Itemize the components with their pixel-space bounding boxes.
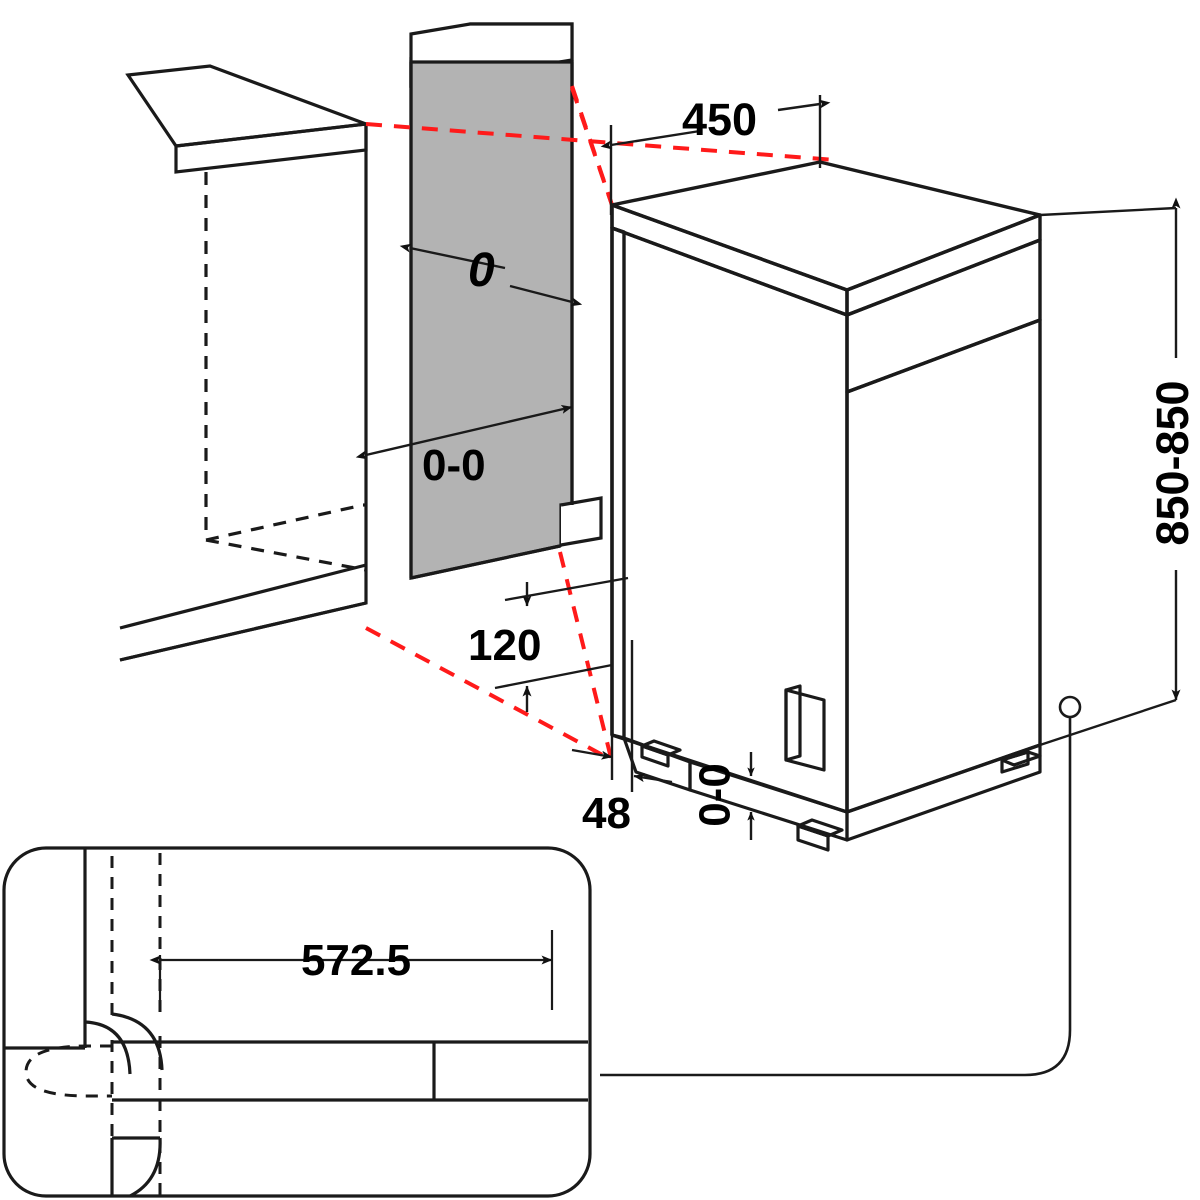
niche-panel xyxy=(409,22,603,580)
dim-niche-0-text: 0 xyxy=(468,244,495,297)
dimension-foot-0-0: 0-0 xyxy=(691,752,755,840)
dim-850-850-text: 850-850 xyxy=(1147,380,1198,545)
dim-450-arrow-left xyxy=(600,129,701,150)
ext-850-bottom xyxy=(1039,698,1177,747)
centerline-panel-to-floor xyxy=(558,551,614,763)
cabinet-plinth-bottom-b xyxy=(119,563,367,630)
adjacent-cabinet xyxy=(119,64,368,662)
dimension-572-5: 572.5 xyxy=(149,930,554,1010)
detail-hinge-curve-upper xyxy=(84,1020,132,1075)
dim-450-text: 450 xyxy=(682,94,757,145)
cabinet-hidden-back-diag xyxy=(205,538,367,572)
centerline-seg-a xyxy=(570,87,614,206)
cabinet-hidden-edges xyxy=(204,172,367,572)
detail-hidden-pocket xyxy=(24,1044,112,1098)
dim-0-0-line xyxy=(355,405,573,460)
detail-callout-circle xyxy=(1058,695,1082,719)
foot-front-side xyxy=(796,824,830,852)
dimension-120: 120 xyxy=(468,576,629,712)
door-hinge-detail: 572.5 xyxy=(2,846,592,1198)
kick-plate-side xyxy=(784,684,802,762)
dimension-48: 48 xyxy=(571,560,673,838)
dimension-850-850: 850-850 xyxy=(1039,197,1198,747)
centerline-upper xyxy=(365,122,836,162)
cabinet-hidden-floor-diag xyxy=(205,503,364,542)
detail-leader-path xyxy=(600,717,1072,1077)
dimension-niche-0-0: 0-0 xyxy=(355,400,573,490)
detail-leader xyxy=(600,695,1082,1077)
dim-48-arrow-left xyxy=(571,748,613,760)
ext-120-bottom xyxy=(494,663,613,690)
dim-foot-0-0-text: 0-0 xyxy=(691,763,740,827)
dim-120-text: 120 xyxy=(468,621,541,670)
dimension-niche-0: 0 xyxy=(399,243,583,307)
foot-right-side xyxy=(1000,750,1030,774)
cabinet-plinth-bottom-a xyxy=(119,601,367,662)
ext-850-top xyxy=(1039,206,1177,217)
dim-48-text: 48 xyxy=(582,789,631,838)
dim-572-5-text: 572.5 xyxy=(301,936,411,985)
base-right-panel xyxy=(845,743,1042,842)
niche-panel-bottom-edge xyxy=(410,544,561,580)
dim-48-arrow-right xyxy=(633,773,673,784)
dim-niche-0-0-text: 0-0 xyxy=(422,441,486,490)
foot-left-side xyxy=(640,744,670,768)
reference-centerlines-2 xyxy=(570,87,614,206)
dim-450-arrow-right xyxy=(777,99,831,112)
detail-box-frame xyxy=(2,846,592,1198)
centerline-lower-left xyxy=(365,626,613,762)
dim-0-arrow-right xyxy=(509,284,583,307)
dim-0-arrow-left xyxy=(399,243,506,270)
niche-panel-notch xyxy=(560,496,603,547)
dimension-450: 450 xyxy=(600,94,831,215)
